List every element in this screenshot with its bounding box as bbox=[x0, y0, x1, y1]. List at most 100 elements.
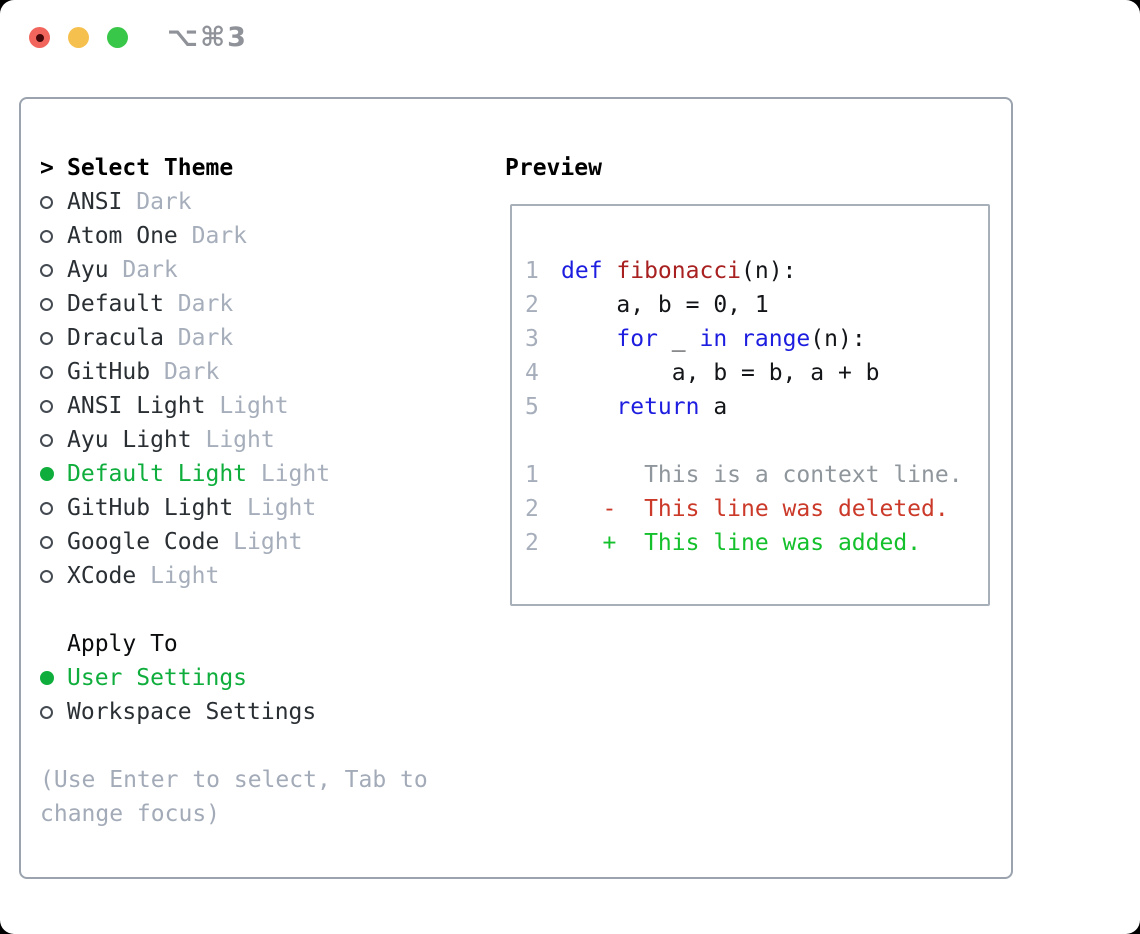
theme-option[interactable]: Ayu Dark bbox=[40, 253, 490, 287]
code-text: This is a context line. bbox=[561, 462, 963, 488]
code-line: 2 + This line was added. bbox=[525, 526, 988, 560]
code-line: 4 a, b = b, a + b bbox=[525, 356, 988, 390]
select-theme-header: > Select Theme bbox=[40, 151, 490, 185]
radio-icon bbox=[40, 569, 67, 583]
option-variant-tag: Dark bbox=[163, 325, 234, 351]
radio-icon bbox=[40, 195, 67, 209]
theme-option[interactable]: GitHub Light Light bbox=[40, 491, 490, 525]
option-label: GitHub Light bbox=[67, 495, 234, 521]
radio-icon bbox=[40, 331, 67, 345]
option-variant-tag: Light bbox=[247, 461, 331, 487]
radio-icon bbox=[40, 365, 67, 379]
code-line: 1 This is a context line. bbox=[525, 458, 988, 492]
option-label: Dracula bbox=[67, 325, 164, 351]
radio-icon bbox=[40, 705, 67, 719]
radio-icon bbox=[40, 433, 67, 447]
option-label: Workspace Settings bbox=[67, 699, 317, 725]
theme-option[interactable]: Default Dark bbox=[40, 287, 490, 321]
option-label: XCode bbox=[67, 563, 137, 589]
code-text: return a bbox=[616, 394, 728, 420]
theme-option[interactable]: Atom One Dark bbox=[40, 219, 490, 253]
option-variant-tag: Light bbox=[136, 563, 220, 589]
code-text: + This line was added. bbox=[561, 530, 922, 556]
theme-option[interactable]: GitHub Dark bbox=[40, 355, 490, 389]
radio-icon bbox=[40, 399, 67, 413]
theme-option[interactable]: Google Code Light bbox=[40, 525, 490, 559]
line-number: 2 bbox=[525, 292, 539, 318]
code-line: 5 return a bbox=[525, 390, 988, 424]
option-label: Default Light bbox=[67, 461, 248, 487]
apply-to-header: Apply To bbox=[40, 627, 490, 661]
radio-icon bbox=[40, 229, 67, 243]
theme-option[interactable]: ANSI Light Light bbox=[40, 389, 490, 423]
radio-selected-icon bbox=[40, 671, 67, 685]
option-label: ANSI Light bbox=[67, 393, 206, 419]
radio-icon bbox=[40, 263, 67, 277]
line-number: 1 bbox=[525, 462, 539, 488]
code-line bbox=[525, 424, 988, 458]
option-variant-tag: Dark bbox=[150, 359, 220, 385]
prompt-icon: > bbox=[40, 155, 54, 181]
line-number: 4 bbox=[525, 360, 539, 386]
code-line: 1 def fibonacci(n): bbox=[525, 254, 988, 288]
theme-option[interactable]: ANSI Dark bbox=[40, 185, 490, 219]
option-label: User Settings bbox=[67, 665, 248, 691]
option-label: Ayu Light bbox=[67, 427, 192, 453]
option-label: ANSI bbox=[67, 189, 123, 215]
line-number: 5 bbox=[525, 394, 539, 420]
apply-to-title: Apply To bbox=[67, 631, 178, 657]
window-title: ⌥⌘3 bbox=[167, 22, 248, 53]
radio-icon bbox=[40, 297, 67, 311]
radio-selected-icon bbox=[40, 467, 67, 481]
theme-option[interactable]: Default Light Light bbox=[40, 457, 490, 491]
line-number: 2 bbox=[525, 496, 539, 522]
option-variant-tag: Light bbox=[233, 495, 317, 521]
line-number: 1 bbox=[525, 258, 539, 284]
code-text: for _ in range(n): bbox=[616, 326, 866, 352]
radio-icon bbox=[40, 535, 67, 549]
line-number: 3 bbox=[525, 326, 539, 352]
radio-icon bbox=[40, 501, 67, 515]
apply-target-option[interactable]: User Settings bbox=[40, 661, 490, 695]
code-text: - This line was deleted. bbox=[561, 496, 949, 522]
option-label: Default bbox=[67, 291, 164, 317]
help-text: (Use Enter to select, Tab to change focu… bbox=[40, 767, 428, 827]
code-line: 2 - This line was deleted. bbox=[525, 492, 988, 526]
minimize-button[interactable] bbox=[68, 27, 89, 48]
option-variant-tag: Dark bbox=[122, 189, 192, 215]
code-line: 3 for _ in range(n): bbox=[525, 322, 988, 356]
code-text: a, b = b, a + b bbox=[561, 360, 880, 386]
line-number: 2 bbox=[525, 530, 539, 556]
theme-option[interactable]: Dracula Dark bbox=[40, 321, 490, 355]
option-label: GitHub bbox=[67, 359, 151, 385]
option-label: Ayu bbox=[67, 257, 109, 283]
option-variant-tag: Light bbox=[191, 427, 275, 453]
option-variant-tag: Light bbox=[219, 529, 303, 555]
code-text: a, b = 0, 1 bbox=[561, 292, 769, 318]
spacer bbox=[40, 729, 490, 763]
apply-target-option[interactable]: Workspace Settings bbox=[40, 695, 490, 729]
option-variant-tag: Dark bbox=[108, 257, 178, 283]
unsaved-dot-icon bbox=[35, 33, 44, 42]
spacer bbox=[40, 593, 490, 627]
option-variant-tag: Dark bbox=[163, 291, 234, 317]
theme-option[interactable]: Ayu Light Light bbox=[40, 423, 490, 457]
close-button[interactable] bbox=[29, 27, 50, 48]
zoom-button[interactable] bbox=[107, 27, 128, 48]
traffic-lights bbox=[29, 27, 128, 48]
preview-title: Preview bbox=[505, 155, 602, 181]
option-variant-tag: Dark bbox=[177, 223, 248, 249]
select-theme-title: Select Theme bbox=[67, 155, 234, 181]
code-text: def fibonacci(n): bbox=[561, 258, 797, 284]
option-variant-tag: Light bbox=[205, 393, 289, 419]
code-line: 2 a, b = 0, 1 bbox=[525, 288, 988, 322]
theme-option[interactable]: XCode Light bbox=[40, 559, 490, 593]
titlebar: ⌥⌘3 bbox=[0, 0, 1140, 76]
